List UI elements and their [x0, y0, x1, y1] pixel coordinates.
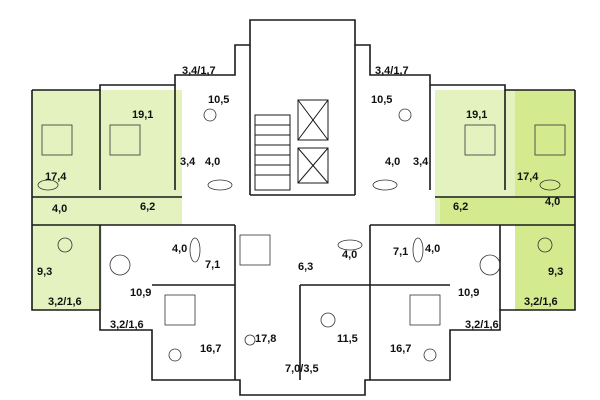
kitchen-area-label: 10,9 [130, 287, 151, 299]
bedroom-area-label: 19,1 [466, 109, 487, 121]
room-area-label: 16,7 [200, 343, 221, 355]
kitchen-area-label: 10,9 [458, 287, 479, 299]
bathroom-area-label: 4,0 [425, 243, 440, 255]
bathtub-icon [372, 179, 398, 191]
armchair-icon [244, 334, 256, 346]
left-apartment-fill [32, 90, 182, 225]
bathtub-icon [189, 237, 201, 263]
bathroom-area-label: 3,4 [180, 156, 196, 168]
balcony-area-label: 3,2/1,6 [465, 319, 499, 331]
hall-area-label: 6,2 [140, 201, 155, 213]
kitchen-area-label: 10,5 [208, 94, 229, 106]
bathroom-area-label: 4,0 [385, 156, 400, 168]
hall-area-label: 6,3 [298, 261, 313, 273]
balcony-area-label: 3,2/1,6 [524, 296, 558, 308]
room-area-label: 17,4 [517, 171, 539, 183]
balcony-area-label: 7,0/3,5 [285, 363, 319, 375]
walls [31, 19, 576, 396]
armchair-icon [423, 348, 437, 362]
dining-table-icon [320, 312, 336, 328]
highlighted-apartment-hall [440, 197, 535, 225]
dining-table-icon [398, 108, 412, 122]
bathroom-area-label: 4,0 [52, 203, 67, 215]
bed-icon [109, 124, 141, 156]
bed-icon [534, 124, 566, 156]
balcony-area-label: 3,2/1,6 [110, 319, 144, 331]
dining-table-icon [57, 237, 73, 253]
bathtub-icon [539, 179, 561, 191]
kitchen-area-label: 9,3 [548, 266, 563, 278]
outer-wall-left [31, 90, 576, 396]
room-area-label: 17,4 [45, 171, 67, 183]
bathroom-area-label: 4,0 [545, 196, 560, 208]
bathroom-area-label: 3,4 [413, 156, 429, 168]
room-area-label: 16,7 [390, 343, 411, 355]
bathtub-icon [337, 239, 363, 251]
elevator-cross-2b [297, 147, 329, 184]
elevator-shaft-1 [297, 99, 329, 141]
armchair-icon [168, 348, 182, 362]
left-lower-apartment-fill [32, 225, 102, 310]
hall-area-label: 7,1 [393, 246, 408, 258]
apartment-fills [32, 90, 575, 310]
bed-icon [41, 124, 73, 156]
bathtub-icon [207, 179, 233, 191]
bathroom-area-label: 4,0 [205, 156, 220, 168]
bed-icon [409, 294, 441, 326]
bed-icon [239, 234, 271, 266]
outer-wall-top-left [32, 19, 575, 91]
dining-table-icon [203, 108, 217, 122]
area-labels: 3,4/1,7 3,4/1,7 10,5 10,5 19,1 19,1 3,4 … [37, 65, 563, 375]
bathtub-icon [37, 179, 59, 191]
staircase [254, 114, 291, 191]
furniture [37, 108, 566, 362]
hall-area-label: 7,1 [205, 259, 220, 271]
balcony-area-label: 3,2/1,6 [48, 296, 82, 308]
bathroom-area-label: 4,0 [172, 243, 187, 255]
dining-table-icon [109, 254, 131, 276]
kitchen-area-label: 11,5 [337, 333, 358, 345]
elevator-cross-1b [297, 99, 329, 141]
dining-table-icon [479, 254, 501, 276]
hall-area-label: 6,2 [453, 201, 468, 213]
room-area-label: 17,8 [255, 333, 276, 345]
bedroom-area-label: 19,1 [132, 109, 153, 121]
balcony-area-label: 3,4/1,7 [182, 65, 216, 77]
balcony-area-label: 3,4/1,7 [375, 65, 409, 77]
bathtub-icon [412, 237, 424, 263]
elevator-shaft-2 [297, 147, 329, 184]
bathroom-area-label: 4,0 [342, 249, 357, 261]
bed-icon [164, 294, 196, 326]
kitchen-area-label: 10,5 [371, 94, 392, 106]
kitchen-area-label: 9,3 [37, 266, 52, 278]
bed-icon [464, 124, 496, 156]
dining-table-icon [537, 237, 553, 253]
